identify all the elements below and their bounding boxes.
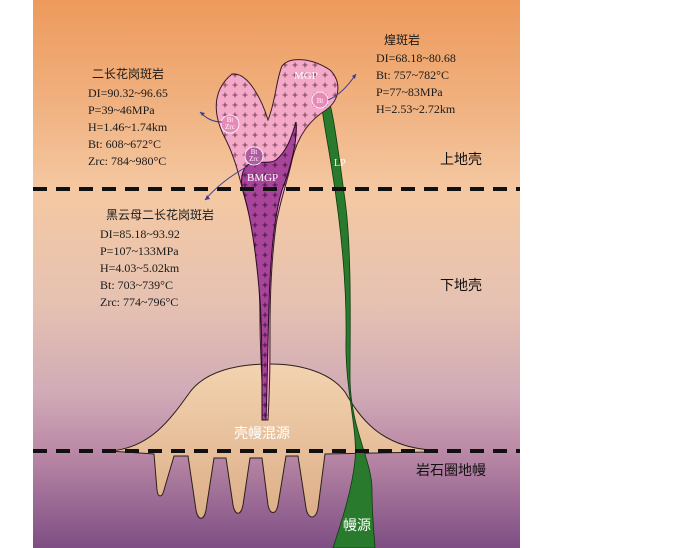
- marker-text: Zrc: [225, 123, 235, 131]
- annotation-title: 二长花岗斑岩: [92, 66, 164, 81]
- bt-zrc-marker-2: [244, 146, 264, 166]
- annotation-line: DI=90.32~96.65: [88, 86, 168, 100]
- annotation-bmgp: 黑云母二长花岗斑岩 DI=85.18~93.92 P=107~133MPa H=…: [100, 207, 214, 309]
- arrowhead-icon: [352, 74, 356, 79]
- bmgp-intrusion: [241, 121, 297, 421]
- arrowhead-icon: [200, 112, 205, 116]
- upper-crust-label: 上地壳: [440, 151, 482, 168]
- annotation-monzogranite-porphyry: 二长花岗斑岩 DI=90.32~96.65 P=39~46MPa H=1.46~…: [88, 66, 168, 168]
- lp-label: LP: [334, 158, 346, 169]
- bmgp-label: BMGP: [247, 172, 278, 184]
- mantle-label: 岩石圈地幔: [416, 463, 486, 479]
- crust-mantle-source-body: [109, 363, 431, 519]
- annotation-line: H=1.46~1.74km: [88, 120, 168, 134]
- annotation-line: P=39~46MPa: [88, 103, 155, 117]
- mgp-label: MGP: [294, 70, 318, 82]
- annotation-line: Zrc: 784~980°C: [88, 154, 166, 168]
- annotation-line: Bt: 703~739°C: [100, 278, 173, 292]
- annotation-line: Bt: 608~672°C: [88, 137, 161, 151]
- lower-crust-label: 下地壳: [440, 277, 482, 294]
- bt-zrc-marker-1: [220, 114, 240, 134]
- annotation-line: P=77~83MPa: [376, 85, 443, 99]
- annotation-lamprophyre: 煌斑岩 DI=68.18~80.68 Bt: 757~782°C P=77~83…: [376, 32, 456, 116]
- annotation-line: DI=85.18~93.92: [100, 227, 180, 241]
- annotation-title: 黑云母二长花岗斑岩: [106, 207, 214, 222]
- annotation-line: H=4.03~5.02km: [100, 261, 180, 275]
- marker-text: Bt: [317, 97, 324, 105]
- marker-text: Bt: [227, 116, 234, 124]
- marker-text: Bt: [251, 148, 258, 156]
- marker-text: Zrc: [249, 155, 259, 163]
- arrowhead-icon: [205, 195, 210, 200]
- annotation-title: 煌斑岩: [384, 32, 420, 47]
- annotation-line: P=107~133MPa: [100, 244, 179, 258]
- crust-mantle-source-label: 壳幔混源: [234, 425, 290, 442]
- mantle-source-label: 幔源: [343, 518, 371, 534]
- annotation-line: Zrc: 774~796°C: [100, 295, 178, 309]
- annotation-line: H=2.53~2.72km: [376, 102, 456, 116]
- annotation-line: Bt: 757~782°C: [376, 68, 449, 82]
- annotation-line: DI=68.18~80.68: [376, 51, 456, 65]
